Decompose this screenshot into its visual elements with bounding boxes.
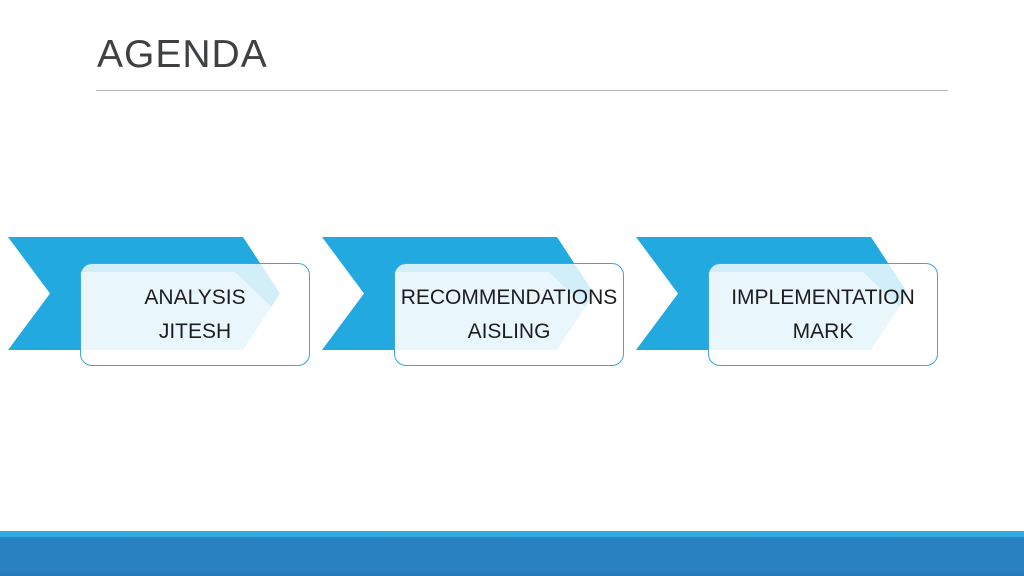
process-step-1: ANALYSIS JITESH	[8, 237, 310, 372]
process-step-3: IMPLEMENTATION MARK	[636, 237, 938, 372]
title-divider	[96, 90, 948, 91]
footer-bar	[0, 537, 1024, 576]
step-card: ANALYSIS JITESH	[80, 263, 310, 366]
step-card: RECOMMENDATIONS AISLING	[394, 263, 624, 366]
step-presenter: AISLING	[467, 319, 551, 343]
footer-accent-strip	[0, 531, 1024, 537]
step-presenter: JITESH	[158, 319, 232, 343]
slide-title: AGENDA	[97, 33, 268, 76]
step-topic: RECOMMENDATIONS	[400, 285, 618, 309]
process-step-2: RECOMMENDATIONS AISLING	[322, 237, 624, 372]
step-topic: ANALYSIS	[144, 285, 246, 309]
step-topic: IMPLEMENTATION	[731, 285, 915, 309]
step-presenter: MARK	[792, 319, 854, 343]
step-card: IMPLEMENTATION MARK	[708, 263, 938, 366]
